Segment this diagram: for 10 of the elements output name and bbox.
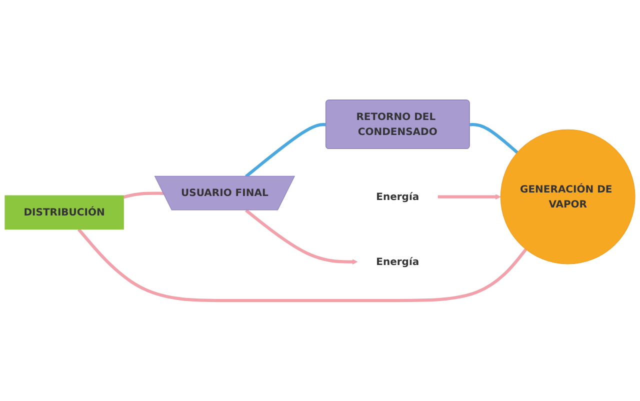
- connector: [470, 123, 518, 154]
- arrow: [438, 194, 501, 200]
- node-text: Energía: [376, 190, 420, 203]
- arrow: [245, 209, 358, 265]
- node-circle: GENERACIÓN DE VAPOR: [500, 130, 636, 265]
- connector: [77, 228, 528, 302]
- node-text: Energía: [376, 256, 420, 268]
- connector: [123, 192, 164, 199]
- connector: [245, 123, 326, 178]
- node-box: DISTRIBUCIÓN: [4, 196, 124, 230]
